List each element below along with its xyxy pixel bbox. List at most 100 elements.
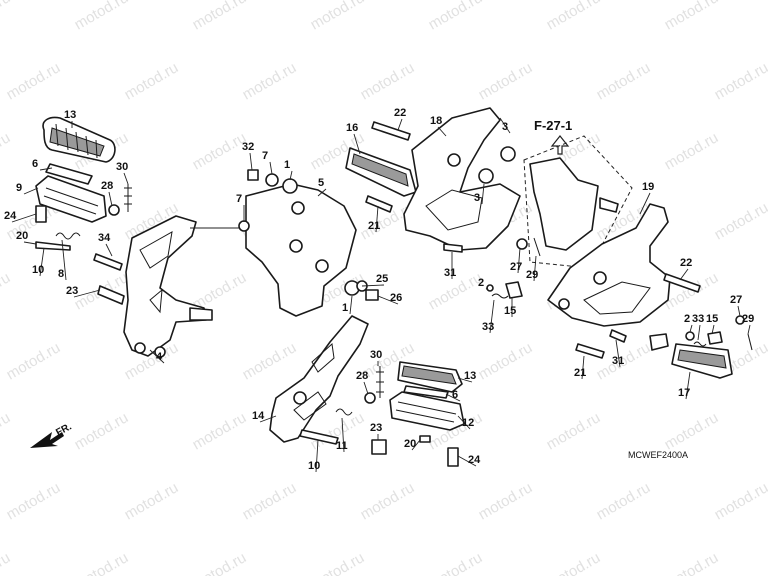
rear-bracket-cutout: [583, 281, 651, 315]
leader-line: [361, 284, 385, 287]
watermark-text: motod.ru: [476, 59, 536, 103]
peg-rubber-ribs: [55, 123, 98, 159]
footpeg: [35, 175, 107, 223]
cotter-30: [124, 184, 132, 212]
callout-number: 13: [464, 370, 476, 382]
leader-line: [685, 371, 691, 400]
cotter-29: [533, 237, 541, 257]
watermark-text: motod.ru: [190, 129, 250, 173]
callout-number: 21: [368, 220, 380, 232]
leader-line: [485, 287, 489, 290]
leader-line: [317, 188, 327, 197]
callout-number: 3: [474, 192, 480, 204]
leader-line: [639, 192, 651, 215]
callout-number: 13: [64, 109, 76, 121]
leader-line: [61, 239, 67, 281]
watermark-text: motod.ru: [426, 0, 486, 33]
diagram-code: MCWEF2400A: [628, 450, 688, 460]
callout-number: 3: [502, 121, 508, 133]
callout-number: 19: [642, 181, 654, 193]
callout-number: 4: [156, 351, 163, 363]
leader-line: [105, 243, 113, 257]
front-arrow-icon: [30, 432, 64, 448]
leader-line: [259, 415, 277, 423]
reference-bolt: [599, 197, 619, 213]
upper-bracket-boss: [447, 153, 461, 167]
bolt-31-rear: [609, 329, 627, 343]
leader-line: [457, 415, 471, 430]
cotter-29-rear: [747, 333, 753, 351]
watermark-text: motod.ru: [662, 129, 722, 173]
leader-line: [481, 183, 485, 205]
spring-33-rear: [693, 341, 707, 347]
bolt-32: [247, 169, 259, 181]
bottom-bracket-assembly: [269, 315, 465, 467]
callout-number: 2: [478, 277, 484, 289]
watermark-text: motod.ru: [72, 549, 132, 576]
peg-plate: [45, 163, 93, 185]
callout-number: 27: [730, 294, 742, 306]
watermark-text: motod.ru: [0, 129, 13, 173]
watermark-text: motod.ru: [712, 199, 768, 243]
leader-line: [353, 133, 361, 155]
front-direction-label: FR.: [54, 421, 74, 438]
rear-bracket-boss: [593, 271, 607, 285]
callout-number: 24: [4, 210, 17, 222]
leader-line: [11, 213, 37, 223]
leader-line: [23, 187, 39, 195]
leader-line: [39, 167, 53, 171]
leader-line: [747, 324, 751, 335]
joint-15: [505, 281, 523, 299]
watermark-text: motod.ru: [240, 59, 300, 103]
watermark-text: motod.ru: [712, 59, 768, 103]
watermark-text: motod.ru: [308, 549, 368, 576]
bottom-bracket-cutouts: [293, 343, 335, 421]
watermark-text: motod.ru: [190, 409, 250, 453]
leader-line: [737, 305, 741, 317]
washer-28-bottom: [364, 392, 376, 404]
callout-number: 27: [510, 261, 522, 273]
bolt-22-upper: [371, 121, 411, 141]
callout-number: 9: [16, 182, 22, 194]
watermark-text: motod.ru: [358, 479, 418, 523]
bolt-31: [443, 243, 463, 253]
footpeg-12-lines: [395, 401, 457, 423]
front-direction-indicator: FR.: [30, 421, 74, 448]
leader-line: [73, 289, 101, 298]
callout-number: 33: [692, 313, 704, 325]
leader-line: [315, 439, 319, 473]
callout-number: 18: [430, 115, 442, 127]
callout-number: 25: [376, 273, 388, 285]
watermark-text: motod.ru: [72, 409, 132, 453]
leader-line: [517, 247, 521, 274]
watermark-text: motod.ru: [190, 549, 250, 576]
watermark-text: motod.ru: [122, 59, 182, 103]
watermark-text: motod.ru: [0, 549, 13, 576]
up-arrow: [550, 135, 570, 155]
washer-7: [265, 173, 279, 187]
callout-number: 20: [16, 230, 28, 242]
leader-line: [123, 172, 129, 185]
watermark-text: motod.ru: [712, 479, 768, 523]
spring-11: [335, 408, 353, 416]
leader-line: [363, 381, 369, 395]
footpeg-lines: [43, 187, 99, 215]
leader-line: [581, 355, 585, 380]
reference-bracket: [529, 157, 599, 251]
leader-line: [697, 324, 701, 341]
callout-number: 22: [680, 257, 692, 269]
footpeg-17-texture: [677, 349, 727, 369]
bracket-boss-1: [134, 342, 146, 354]
callout-number: 28: [356, 370, 368, 382]
leader-line: [711, 324, 715, 335]
leader-line: [108, 191, 113, 207]
bolt-22-lower: [663, 273, 701, 293]
bolt-24-bottom: [447, 447, 459, 467]
peg-plate-bottom: [403, 385, 449, 399]
heel-guard-assembly: [238, 169, 379, 317]
leader-line: [489, 299, 495, 334]
bottom-bracket-boss: [293, 391, 307, 405]
callout-number: 32: [242, 141, 254, 153]
callout-number: 23: [370, 422, 382, 434]
